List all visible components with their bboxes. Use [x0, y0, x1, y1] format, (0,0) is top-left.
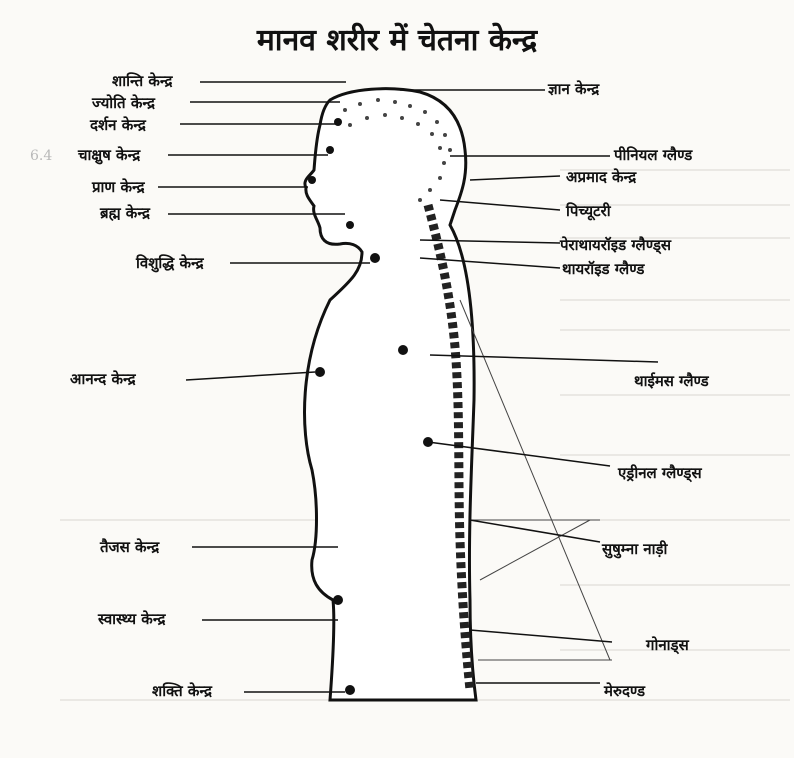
nadi-tube-lines — [460, 300, 612, 660]
label-pineal-gland: पीनियल ग्लैण्ड — [614, 146, 692, 164]
label-vishuddhi-kendra: विशुद्धि केन्द्र — [136, 254, 204, 272]
label-gonads: गोनाड्स — [646, 636, 689, 654]
label-taijas-kendra: तैजस केन्द्र — [100, 538, 159, 556]
label-anand-kendra: आनन्द केन्द्र — [70, 370, 136, 388]
label-sushumna-nadi: सुषुम्ना नाड़ी — [602, 540, 667, 558]
body-outline — [305, 89, 476, 700]
label-shakti-kendra: शक्ति केन्द्र — [152, 682, 212, 700]
label-jyoti-kendra: ज्योति केन्द्र — [92, 94, 155, 112]
page-title: मानव शरीर में चेतना केन्द्र — [0, 18, 794, 59]
label-gyan-kendra: ज्ञान केन्द्र — [548, 80, 599, 98]
label-darshan-kendra: दर्शन केन्द्र — [90, 116, 146, 134]
label-merudand: मेरुदण्ड — [604, 682, 645, 700]
bleed-section-number: 6.4 — [30, 148, 52, 164]
label-thyroid-gland: थायरॉइड ग्लैण्ड — [562, 260, 644, 278]
label-pran-kendra: प्राण केन्द्र — [92, 178, 145, 196]
label-parathyroid-glands: पेराथायरॉइड ग्लैण्ड्स — [560, 236, 671, 254]
label-thymus-gland: थाईमस ग्लैण्ड — [634, 372, 709, 390]
label-swasthya-kendra: स्वास्थ्य केन्द्र — [98, 610, 165, 628]
label-brahma-kendra: ब्रह्म केन्द्र — [100, 204, 150, 222]
label-chakshush-kendra: चाक्षुष केन्द्र — [78, 146, 140, 164]
label-adrenal-glands: एड्रीनल ग्लैण्ड्स — [618, 464, 702, 482]
label-apramad-kendra: अप्रमाद केन्द्र — [566, 168, 636, 186]
label-shanti-kendra: शान्ति केन्द्र — [112, 72, 172, 90]
label-pituitary: पिच्यूटरी — [566, 202, 611, 220]
